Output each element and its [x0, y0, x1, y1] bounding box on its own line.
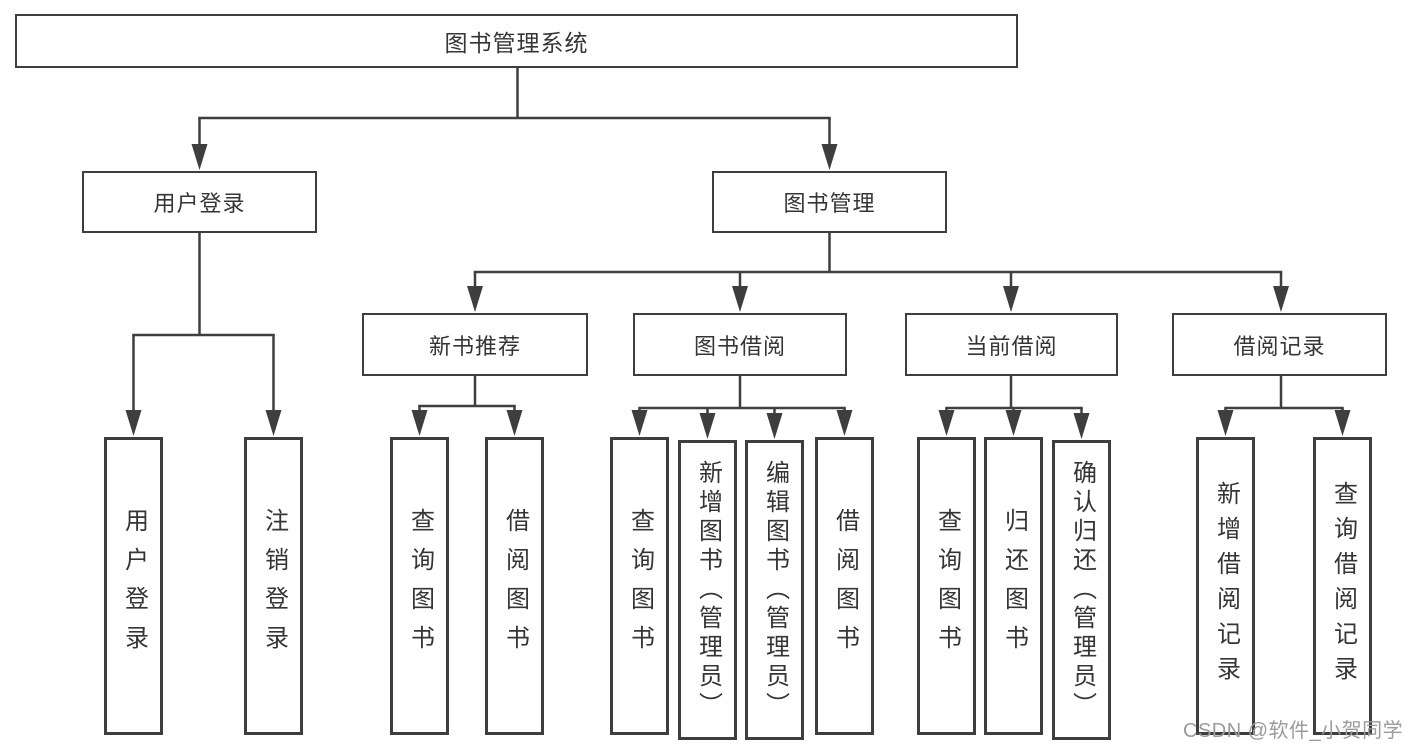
node-user-login: 用户登录 — [82, 171, 317, 233]
node-library-management-system: 图书管理系统 — [15, 14, 1018, 68]
leaf-logout: 注销登录 — [244, 437, 303, 735]
node-borrowing-records: 借阅记录 — [1172, 313, 1387, 376]
leaf-add-borrow-record: 新增借阅记录 — [1196, 437, 1255, 735]
leaf-label: 查询图书 — [406, 508, 434, 664]
leaf-label: 确认归还（管理员） — [1068, 459, 1096, 721]
leaf-query-book-1: 查询图书 — [390, 437, 449, 735]
leaf-borrow-book-2: 借阅图书 — [815, 437, 874, 735]
leaf-label: 编辑图书（管理员） — [761, 459, 789, 721]
watermark: CSDN @软件_小贺同学 — [1183, 720, 1404, 742]
node-label: 用户登录 — [153, 191, 246, 216]
leaf-query-book-2: 查询图书 — [610, 437, 669, 735]
leaf-label: 查询图书 — [626, 508, 654, 664]
leaf-add-book-admin: 新增图书（管理员） — [678, 440, 737, 740]
node-book-management: 图书管理 — [712, 171, 947, 233]
leaf-label: 用户登录 — [120, 508, 148, 664]
leaf-label: 新增借阅记录 — [1212, 481, 1240, 691]
leaf-label: 归还图书 — [1000, 508, 1028, 664]
leaf-return-book: 归还图书 — [984, 437, 1043, 735]
leaf-label: 借阅图书 — [501, 508, 529, 664]
node-label: 新书推荐 — [428, 333, 521, 359]
node-label: 当前借阅 — [965, 333, 1058, 359]
node-current-borrowing: 当前借阅 — [905, 313, 1118, 376]
node-book-borrowing: 图书借阅 — [633, 313, 847, 376]
node-label: 图书管理 — [783, 191, 876, 216]
node-new-book-recommendation: 新书推荐 — [362, 313, 588, 376]
leaf-label: 查询借阅记录 — [1329, 481, 1357, 691]
leaf-label: 借阅图书 — [831, 508, 859, 664]
node-label: 图书借阅 — [693, 333, 786, 359]
leaf-label: 查询图书 — [933, 508, 961, 664]
leaf-confirm-return-admin: 确认归还（管理员） — [1052, 440, 1111, 740]
node-label: 图书管理系统 — [444, 30, 589, 56]
leaf-label: 新增图书（管理员） — [694, 459, 722, 721]
leaf-query-book-3: 查询图书 — [917, 437, 976, 735]
leaf-user-login: 用户登录 — [104, 437, 163, 735]
leaf-borrow-book-1: 借阅图书 — [485, 437, 544, 735]
leaf-query-borrow-record: 查询借阅记录 — [1313, 437, 1372, 735]
leaf-label: 注销登录 — [260, 508, 288, 664]
leaf-edit-book-admin: 编辑图书（管理员） — [745, 440, 804, 740]
node-label: 借阅记录 — [1233, 333, 1326, 359]
